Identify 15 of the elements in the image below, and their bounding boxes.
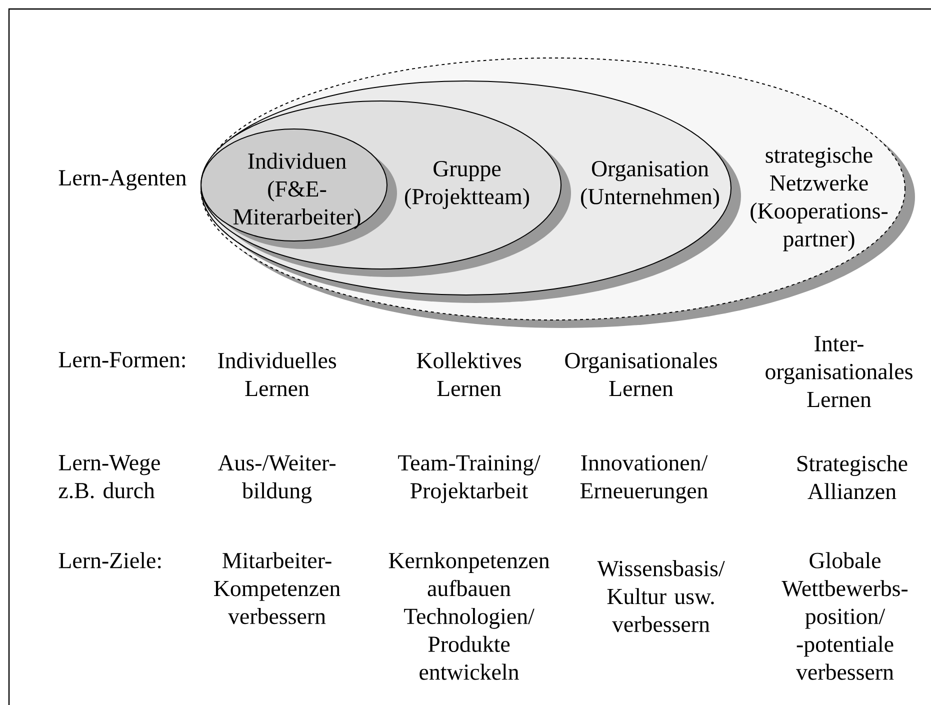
table-text: Individuelles Lernen bbox=[218, 352, 336, 396]
row-label: Lern-Wege z.B. durch bbox=[58, 455, 160, 498]
table-text: Globale Wettbewerbs- position/ -potentiale verbessern bbox=[782, 552, 908, 680]
table-text: Inter- organisationales Lernen bbox=[766, 336, 912, 408]
table-text: Innovationen/ Erneuerungen bbox=[580, 455, 708, 504]
row-label: Lern-Ziele: bbox=[58, 552, 161, 568]
table-text: Aus-/Weiter- bildung bbox=[218, 455, 336, 504]
table-text: Mitarbeiter- Kompetenzen verbessern bbox=[214, 552, 340, 624]
table-text: Team-Training/ Projektarbeit bbox=[398, 455, 540, 504]
table-text: Wissensbasis/ Kultur usw. verbessern bbox=[597, 560, 725, 632]
table-text: Kernkonpetenzen aufbauen Technologien/ Produkte entwickeln bbox=[388, 552, 550, 680]
table-text: Kollektives Lernen bbox=[416, 352, 522, 396]
row-label: Lern-Formen: bbox=[58, 352, 185, 368]
table-text: Organisationales Lernen bbox=[565, 352, 717, 396]
table-text: Strategische Allianzen bbox=[798, 455, 908, 500]
